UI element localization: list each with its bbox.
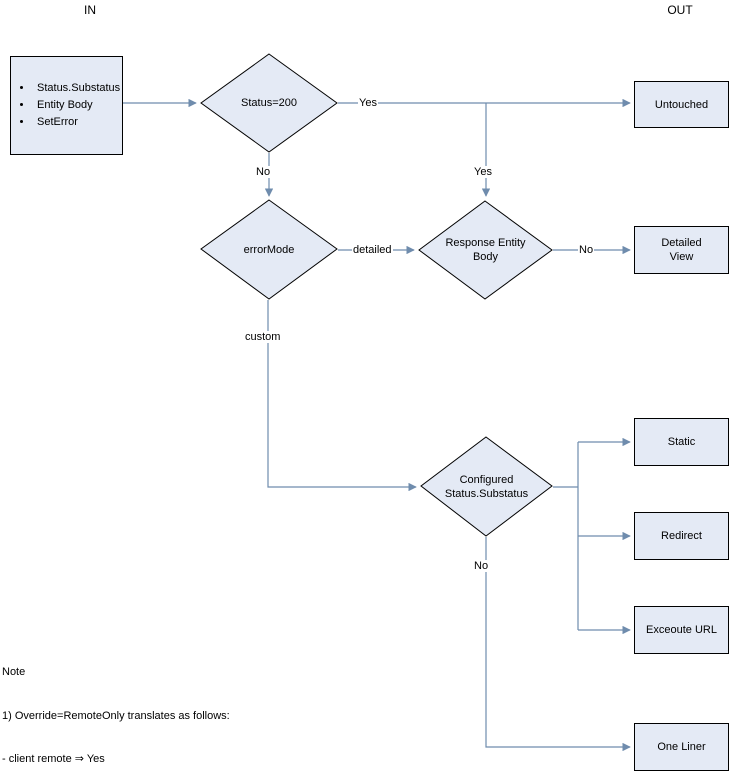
column-header-in: IN bbox=[84, 3, 96, 17]
list-item: Status.Substatus bbox=[33, 80, 120, 97]
note-line: - client remote ⇒ Yes bbox=[2, 753, 105, 765]
output-detailed-view[interactable]: Detailed View bbox=[634, 226, 729, 274]
input-properties-list: Status.Substatus Entity Body SetError bbox=[17, 80, 120, 131]
edge-label-status200-no: No bbox=[255, 166, 272, 178]
output-one-liner[interactable]: One Liner bbox=[634, 723, 729, 771]
edge-label-errormode-detailed: detailed bbox=[352, 244, 393, 256]
edge-label-configured-no: No bbox=[473, 560, 490, 572]
output-redirect[interactable]: Redirect bbox=[634, 512, 729, 560]
list-item: SetError bbox=[33, 114, 120, 131]
output-exceoute-url[interactable]: Exceoute URL bbox=[634, 606, 729, 654]
edge-configured-no-one-liner bbox=[485, 537, 631, 752]
output-static[interactable]: Static bbox=[634, 418, 729, 466]
output-untouched[interactable]: Untouched bbox=[634, 81, 729, 128]
note-block: Note 1) Override=RemoteOnly translates a… bbox=[2, 636, 302, 773]
edge-label-response-entity-no: No bbox=[578, 244, 595, 256]
input-properties-node[interactable]: Status.Substatus Entity Body SetError bbox=[10, 56, 123, 155]
decision-configured-status-substatus[interactable]: Configured Status.Substatus bbox=[420, 436, 553, 537]
edge-errormode-custom-configured bbox=[267, 300, 417, 492]
note-heading: Note bbox=[2, 666, 26, 678]
note-line: 1) Override=RemoteOnly translates as fol… bbox=[2, 709, 230, 722]
decision-response-entity-body[interactable]: Response Entity Body bbox=[418, 200, 553, 300]
edge-label-status200-yes: Yes bbox=[358, 97, 378, 109]
column-header-out: OUT bbox=[667, 3, 693, 17]
decision-status-200[interactable]: Status=200 bbox=[200, 53, 338, 153]
edge-label-errormode-custom: custom bbox=[244, 331, 282, 343]
edge-label-response-entity-yes: Yes bbox=[473, 166, 493, 178]
list-item: Entity Body bbox=[33, 97, 120, 114]
decision-error-mode[interactable]: errorMode bbox=[200, 199, 338, 300]
